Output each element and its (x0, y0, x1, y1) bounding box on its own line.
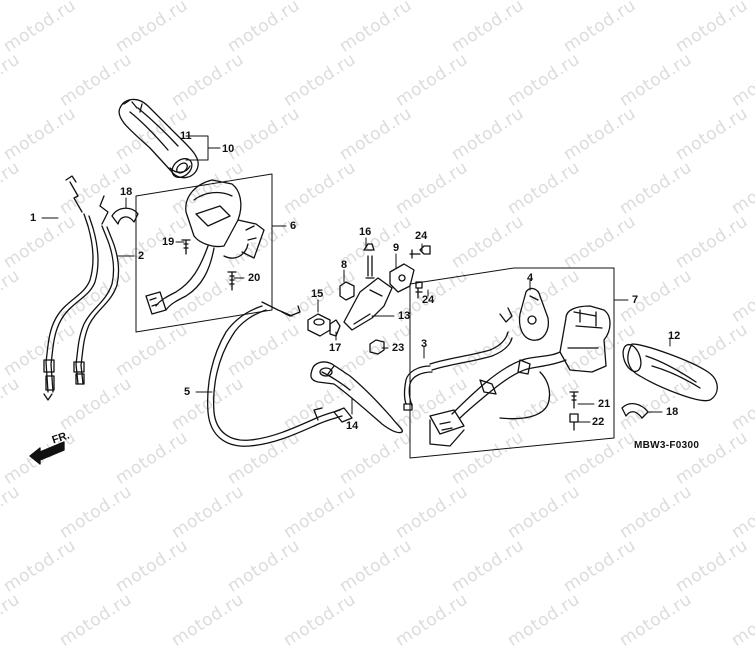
watermark-text: motod.ru (168, 589, 248, 651)
callout-14: 14 (346, 420, 359, 432)
callout-1: 1 (30, 212, 37, 224)
callout-5: 5 (184, 386, 191, 398)
front-arrow-icon (29, 441, 65, 465)
callout-19: 19 (162, 236, 175, 248)
bolt-19 (181, 239, 191, 255)
watermark-text: motod.ru (280, 589, 360, 651)
switch-assembly-box-6 (135, 173, 273, 333)
callout-17: 17 (329, 342, 342, 354)
bolt-24a (409, 245, 431, 259)
watermark-text: motod.ru (0, 589, 24, 651)
diagram-drawing (29, 98, 718, 465)
switch-4 (518, 287, 550, 341)
watermark-text: motod.ru (616, 589, 696, 651)
lever-bracket-13 (343, 277, 393, 331)
right-switch-housing (429, 305, 611, 447)
callout-9: 9 (393, 242, 400, 254)
callout-20: 20 (248, 272, 261, 284)
callout-16: 16 (359, 226, 372, 238)
bolt-17 (329, 319, 341, 337)
pivot-8 (339, 281, 355, 301)
bolt-20 (227, 271, 237, 291)
watermark-text: motod.ru (504, 589, 584, 651)
callout-18-left: 18 (120, 186, 133, 198)
clutch-cable-5 (206, 301, 353, 447)
left-switch-housing (145, 179, 265, 315)
watermark-text: motod.ru (392, 589, 472, 651)
clutch-lever-14 (310, 361, 404, 434)
callout-10: 10 (222, 143, 235, 155)
callout-8: 8 (341, 259, 348, 271)
callout-2: 2 (138, 250, 145, 262)
callout-18-right: 18 (666, 406, 679, 418)
watermark-text: motod.ru (728, 589, 755, 651)
callout-24-bottom: 24 (422, 294, 435, 306)
bolt-16 (363, 243, 375, 279)
callout-21: 21 (598, 398, 611, 410)
callout-22: 22 (592, 416, 605, 428)
callout-11: 11 (180, 130, 192, 142)
throttle-grip-part (118, 98, 199, 179)
throttle-cable-1 (43, 175, 99, 401)
callout-12: 12 (668, 330, 681, 342)
switch-assembly-box-7 (409, 267, 615, 459)
nut-23 (369, 339, 385, 355)
watermark-text: motod.ru (56, 589, 136, 651)
cable-clamp-18b (621, 402, 649, 419)
bolt-21 (569, 391, 579, 409)
throttle-cable-2 (73, 195, 120, 385)
callout-13: 13 (398, 310, 411, 322)
collar-15 (307, 313, 331, 337)
callout-3: 3 (421, 338, 428, 350)
callout-7: 7 (632, 294, 639, 306)
diagram-code: MBW3-F0300 (634, 440, 700, 451)
callout-24-top: 24 (415, 230, 428, 242)
callout-6: 6 (290, 220, 297, 232)
callout-15: 15 (311, 288, 324, 300)
callout-23: 23 (392, 342, 405, 354)
bolt-22 (569, 413, 579, 431)
cable-3 (403, 307, 513, 411)
cable-clamp-18 (111, 207, 139, 225)
grip-12 (622, 343, 718, 402)
callout-4: 4 (527, 272, 534, 284)
